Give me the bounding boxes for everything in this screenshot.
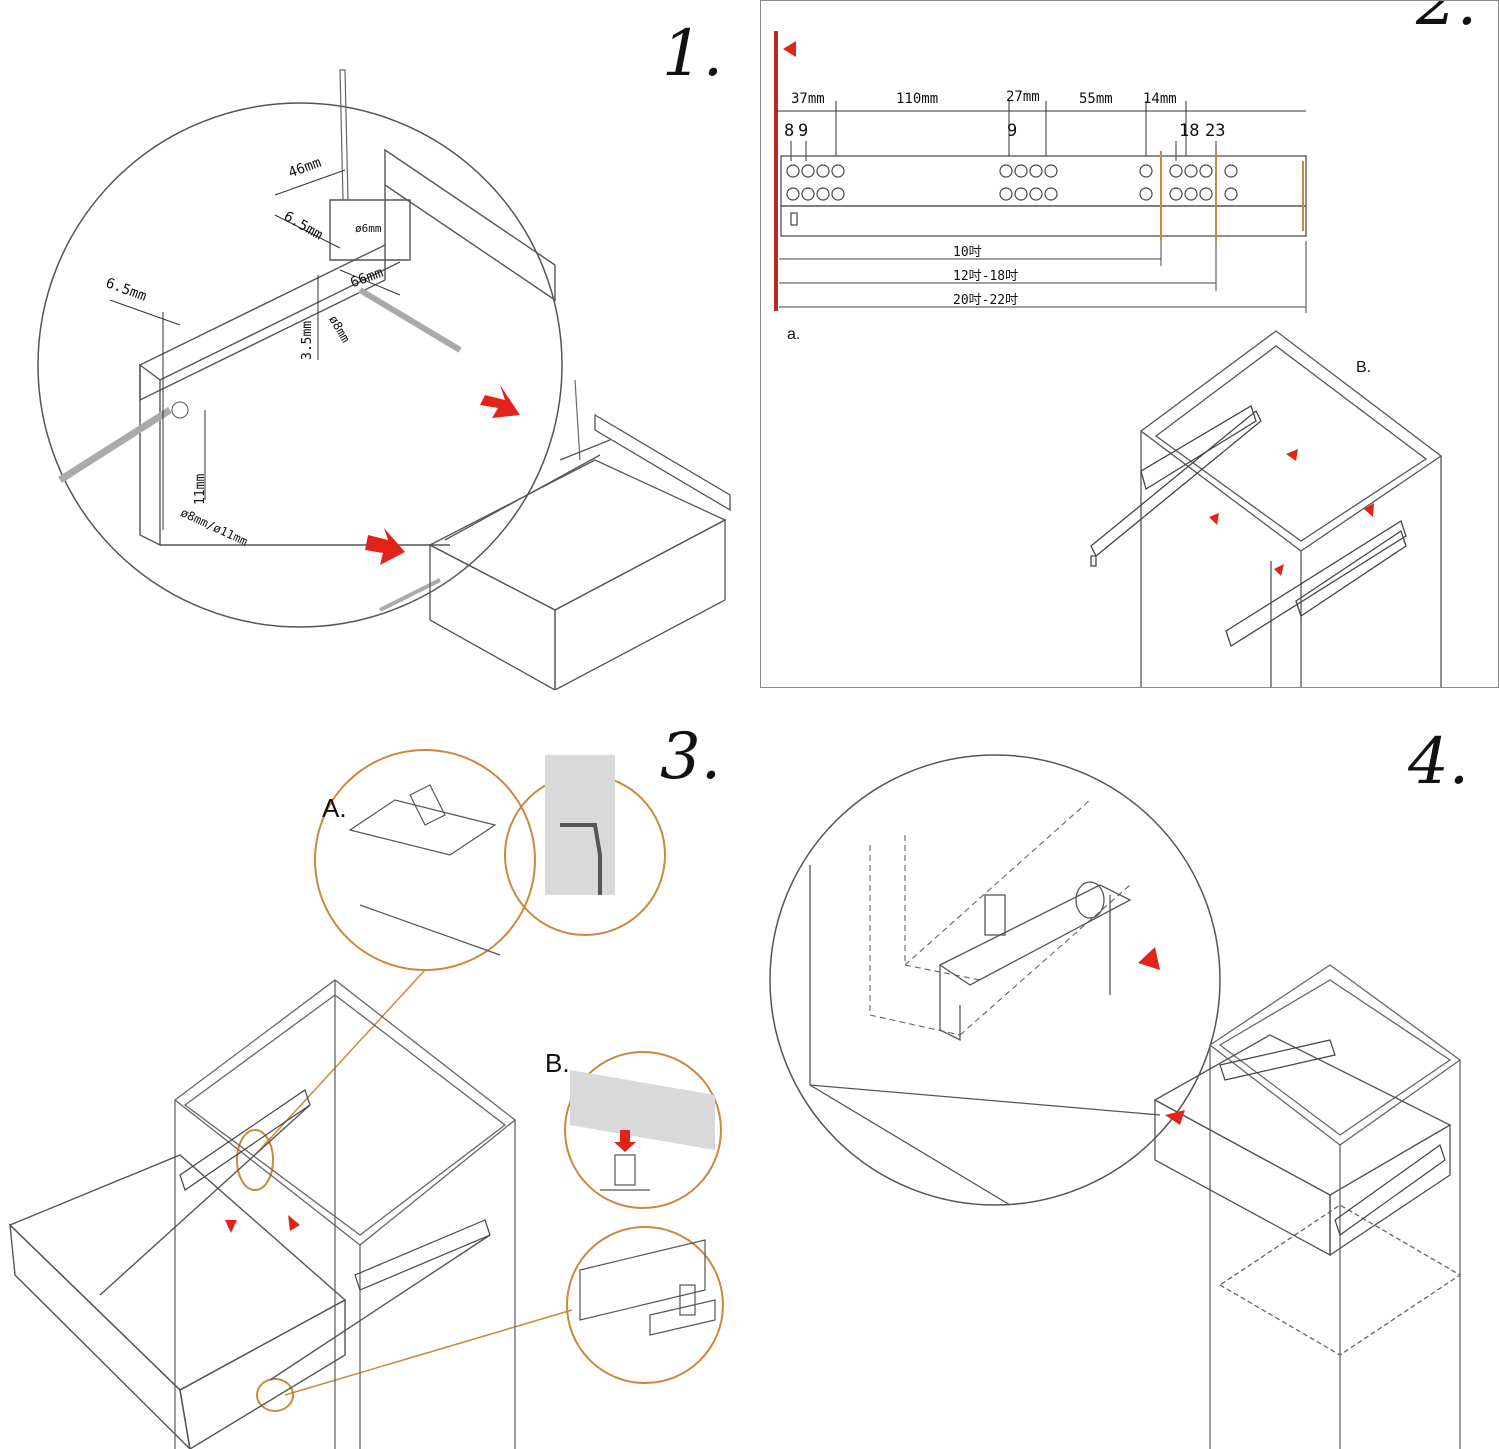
- hole-dim-label: 23: [1205, 121, 1226, 141]
- sub-label-a: A.: [322, 793, 347, 823]
- step-number: 4.: [1408, 725, 1470, 799]
- step-number: 1.: [662, 17, 724, 91]
- length-bar-label: 12吋-18吋: [953, 269, 1019, 284]
- arrow-icon: [365, 528, 405, 565]
- length-bars: [779, 241, 1307, 313]
- length-bar-label: 20吋-22吋: [953, 293, 1019, 308]
- sub-label-b: B.: [1356, 359, 1372, 376]
- dim-label: 11mm: [193, 473, 208, 505]
- dim-label: ø6mm: [355, 222, 382, 235]
- drill-bits: [58, 69, 581, 612]
- sub-label-a: a.: [787, 326, 801, 343]
- arrow-icon: [480, 385, 520, 418]
- step-3-panel: 3. A. B.: [0, 715, 735, 1449]
- cabinet-b: [1139, 330, 1443, 687]
- detail-b: [564, 1051, 724, 1384]
- drawer-side-large: [139, 148, 556, 547]
- hole-dim-label: 9: [798, 121, 809, 141]
- drawer: [1153, 1034, 1452, 1257]
- cabinet-rails: [1090, 405, 1407, 647]
- step-1-illustration: [37, 69, 731, 690]
- step-4-illustration: [769, 754, 1462, 1449]
- top-dim-label: 55mm: [1079, 91, 1113, 107]
- arrow-icon: [1274, 564, 1284, 576]
- top-dim-label: 27mm: [1006, 89, 1040, 105]
- arrow-icon: [288, 1215, 300, 1231]
- detail-parts: [809, 865, 1161, 1206]
- arrow-icon: [1209, 513, 1219, 525]
- arrow-icon: [225, 1220, 237, 1233]
- rails: [1219, 1039, 1446, 1236]
- top-dim-label: 37mm: [791, 91, 825, 107]
- dim-label: 3.5mm: [300, 320, 315, 360]
- rail-holes: [786, 164, 1238, 201]
- step-1-panel: 1. 46mm ø6mm 6.5mm 66mm 6.5mm 3.5mm ø8mm…: [0, 0, 735, 690]
- hole-dim-label: 8: [784, 121, 795, 141]
- top-dim-label: 14mm: [1143, 91, 1177, 107]
- top-dim-label: 110mm: [896, 91, 939, 107]
- step-4-panel: 4.: [760, 715, 1499, 1449]
- red-arrows: [1209, 449, 1374, 576]
- sub-label-b: B.: [545, 1048, 570, 1078]
- hole-dim-label: 9: [1007, 121, 1018, 141]
- red-arrows: [225, 1215, 300, 1233]
- step-number: 3.: [660, 720, 722, 794]
- arrow-icon: [1138, 947, 1160, 970]
- detail-circle: [769, 754, 1221, 1206]
- arrow-icon: [1364, 503, 1374, 517]
- length-bar-label: 10吋: [953, 245, 982, 260]
- drawer-small: [428, 413, 731, 690]
- step-2-panel: 2. 37mm 110mm 27mm 55mm 14mm 8 9 9 18 23…: [760, 0, 1499, 688]
- rails: [179, 1089, 491, 1291]
- top-dimension-lines: [776, 101, 1306, 161]
- step-3-illustration: [8, 749, 724, 1449]
- red-arrows: [365, 385, 520, 565]
- arrow-icon: [1165, 1110, 1185, 1125]
- arrow-icon: [614, 1130, 636, 1152]
- step-2-illustration: [774, 31, 1443, 687]
- length-markers: [1160, 151, 1304, 241]
- drawer: [8, 1104, 491, 1449]
- slide-rail: [780, 155, 1307, 237]
- dimension-lines: [109, 169, 401, 530]
- step-number: 2.: [1416, 0, 1478, 40]
- cabinet: [1208, 964, 1462, 1449]
- hole-dim-label: 18: [1179, 121, 1200, 141]
- arrow-icon: [1286, 449, 1298, 461]
- detail-circle: [37, 102, 563, 628]
- cabinet: [173, 979, 517, 1449]
- arrow-icon: [783, 41, 796, 57]
